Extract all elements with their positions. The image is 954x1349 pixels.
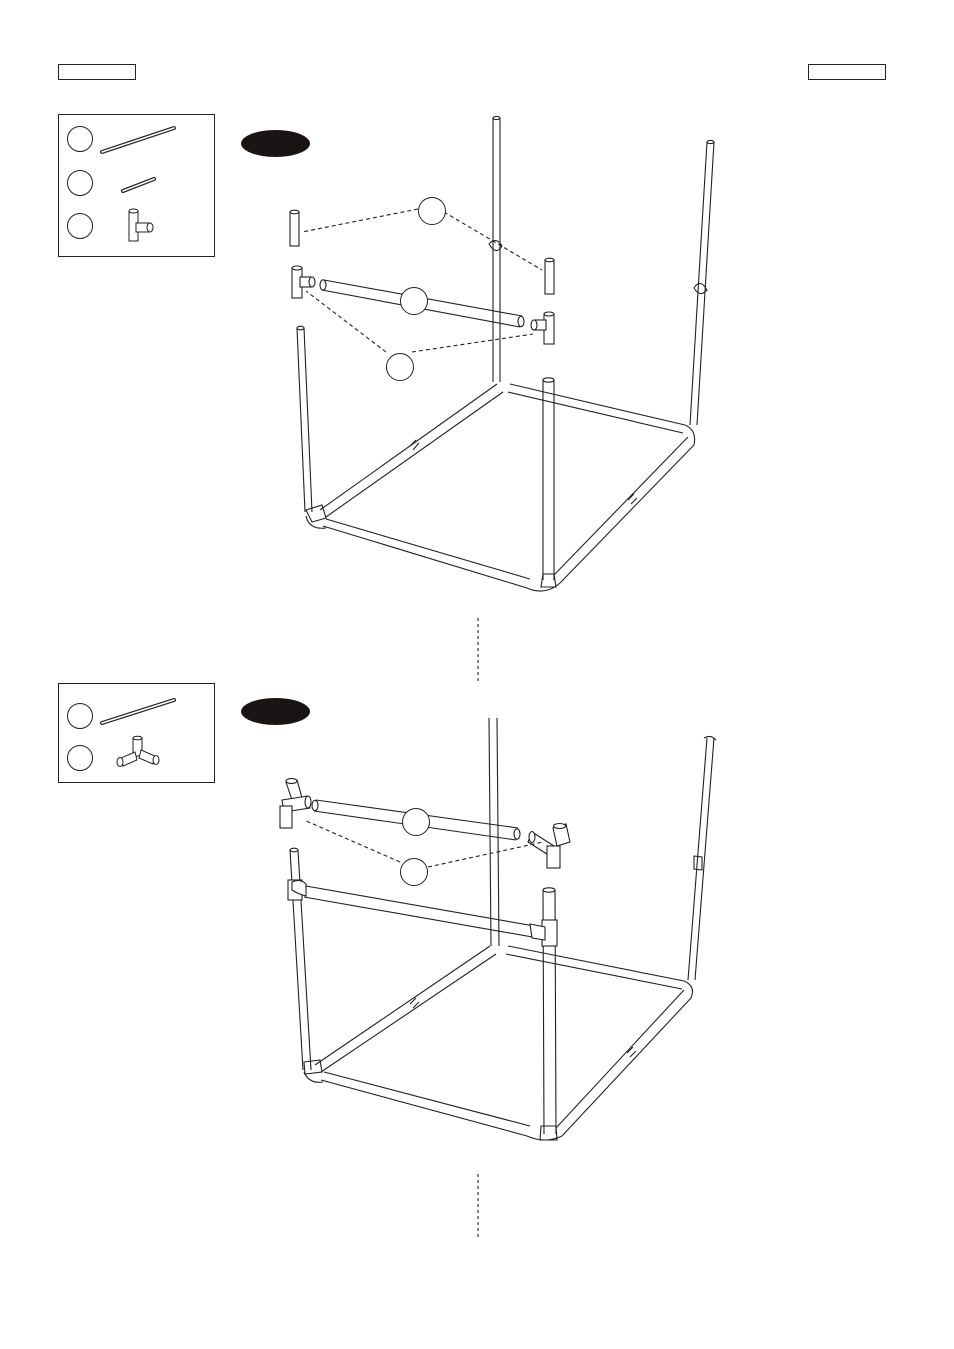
- leader-lines: [301, 208, 543, 353]
- corner-connectors-loose: [279, 778, 571, 869]
- step-2-frame-diagram: [279, 717, 717, 1240]
- callout-circle: [402, 808, 430, 836]
- step-2-badge: [241, 698, 310, 725]
- callout-circle: [418, 197, 446, 225]
- short-pole-icon: [121, 177, 156, 193]
- leader-lines: [303, 819, 544, 868]
- installed-crossbar: [287, 879, 558, 947]
- part-label-circle: [67, 126, 93, 152]
- callout-circle: [386, 353, 414, 381]
- callout-circle: [400, 287, 428, 315]
- part-label-circle: [67, 745, 93, 771]
- part-label-circle: [67, 170, 93, 196]
- step-1-frame-diagram: [289, 115, 715, 684]
- callout-circle: [400, 858, 428, 886]
- header-right-label-box: [808, 64, 886, 80]
- header-left-label-box: [58, 64, 136, 80]
- long-pole-icon: [100, 126, 176, 154]
- step-1-badge: [241, 130, 310, 157]
- three-way-corner-connector-icon: [116, 735, 160, 767]
- frame-base-tubes: [305, 383, 696, 592]
- part-label-circle: [67, 703, 93, 729]
- t-connector-icon: [128, 208, 154, 242]
- frame-base-tubes: [303, 945, 693, 1141]
- frame-uprights: [296, 115, 715, 588]
- long-pole-icon: [100, 698, 176, 725]
- frame-uprights: [289, 717, 717, 1141]
- step-1-parts-box: [58, 114, 215, 257]
- short-poles-loose: [289, 209, 555, 295]
- part-label-circle: [67, 213, 93, 239]
- t-connectors-loose: [291, 265, 555, 345]
- step-2-parts-box: [58, 683, 215, 783]
